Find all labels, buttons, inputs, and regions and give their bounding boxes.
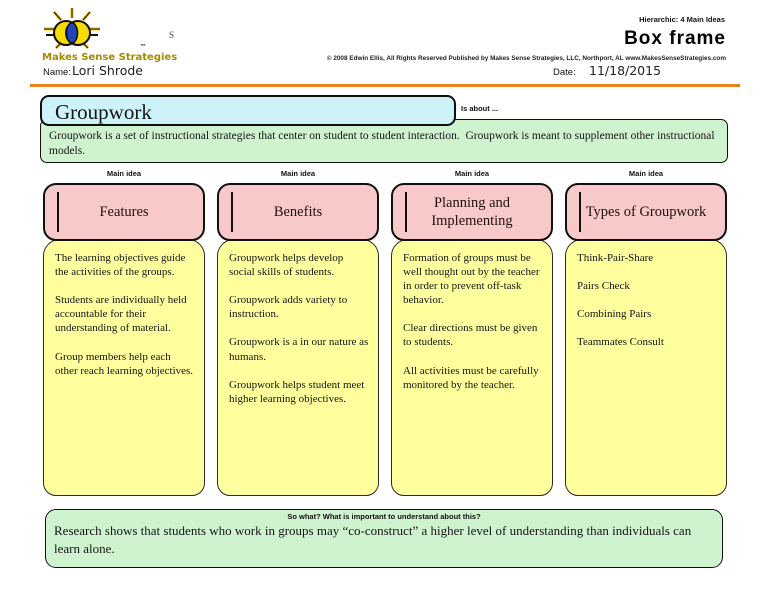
header-divider [30,84,740,87]
column-features: Main idea Features The learning objectiv… [43,169,205,496]
column-planning: Main idea Planning and Implementing Form… [391,169,553,496]
so-what-box: So what? What is important to understand… [45,509,723,568]
margin-tick [405,192,407,232]
column-types: Main idea Types of Groupwork Think-Pair-… [565,169,727,496]
date-value: 11/18/2015 [589,63,662,78]
topic-description-box: Groupwork is a set of instructional stra… [40,119,728,163]
main-idea-columns: Main idea Features The learning objectiv… [43,169,727,496]
logo-wordmark: Makes Sense Strategies [42,52,178,63]
hierarchic-label: Hierarchic: 4 Main Ideas [639,15,725,24]
margin-tick [579,192,581,232]
main-idea-header: Features [43,183,205,241]
template-title: Box frame [624,28,726,49]
is-about-label: Is about ... [461,104,499,113]
main-idea-header-text: Features [99,203,149,220]
main-idea-label: Main idea [454,169,490,178]
main-idea-header-text: Benefits [273,203,323,220]
main-idea-header: Benefits [217,183,379,241]
details-box: Formation of groups must be well thought… [391,239,553,496]
main-idea-header: Planning and Implementing [391,183,553,241]
sun-logo-icon [44,8,100,50]
main-idea-header: Types of Groupwork [565,183,727,241]
details-box: The learning objectives guide the activi… [43,239,205,496]
main-idea-header-text: Planning and Implementing [431,194,513,229]
margin-tick [57,192,59,232]
so-what-text: Research shows that students who work in… [54,523,695,556]
column-benefits: Main idea Benefits Groupwork helps devel… [217,169,379,496]
so-what-label: So what? What is important to understand… [287,512,481,521]
main-idea-header-text: Types of Groupwork [585,203,707,220]
date-label: Date: [553,67,576,78]
details-box: Groupwork helps develop social skills of… [217,239,379,496]
trademark-symbol: ™ [140,44,146,50]
topic-title-box: Groupwork [40,95,456,126]
stray-letter: S [169,30,175,40]
main-idea-label: Main idea [280,169,316,178]
main-idea-label: Main idea [628,169,664,178]
details-box: Think-Pair-Share Pairs Check Combining P… [565,239,727,496]
margin-tick [231,192,233,232]
main-idea-label: Main idea [106,169,142,178]
copyright-line: © 2008 Edwin Ellis, All Rights Reserved … [326,55,726,62]
name-value: Lori Shrode [72,63,143,78]
name-label: Name: [43,67,71,78]
